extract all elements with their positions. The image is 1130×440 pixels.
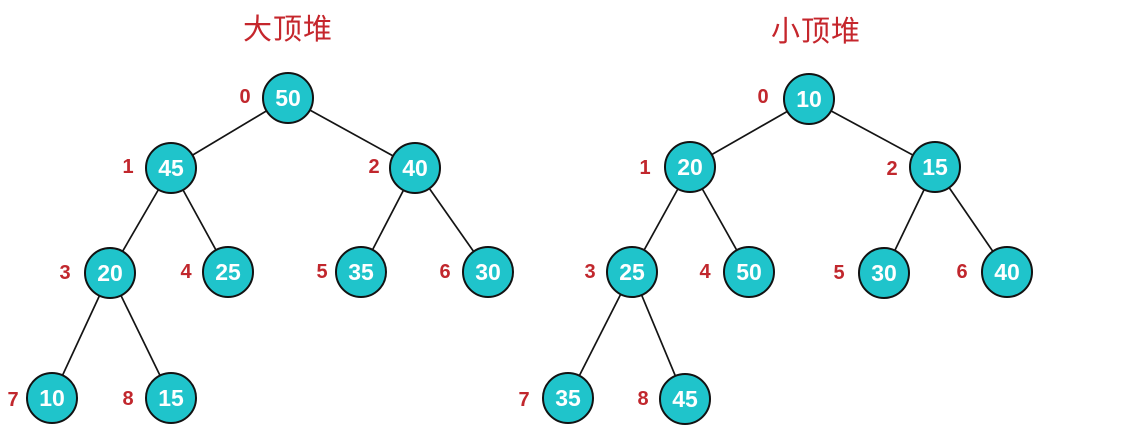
heap-node-max-heap-6: 30	[462, 246, 514, 298]
node-value: 15	[158, 384, 184, 411]
node-value: 25	[619, 258, 645, 285]
node-index-label: 5	[316, 261, 328, 283]
node-value: 45	[672, 385, 698, 412]
heap-node-max-heap-3: 20	[84, 247, 136, 299]
heap-node-min-heap-5: 30	[858, 247, 910, 299]
heap-node-max-heap-2: 40	[389, 142, 441, 194]
heap-node-min-heap-8: 45	[659, 373, 711, 425]
node-index-label: 8	[637, 388, 649, 410]
heap-node-max-heap-1: 45	[145, 142, 197, 194]
tree-title-min-heap: 小顶堆	[770, 16, 862, 48]
heap-node-max-heap-8: 15	[145, 372, 197, 424]
node-value: 20	[677, 153, 703, 180]
node-value: 25	[215, 258, 241, 285]
heap-node-min-heap-3: 25	[606, 246, 658, 298]
node-value: 35	[555, 384, 581, 411]
node-index-label: 2	[368, 156, 380, 178]
node-index-label: 6	[439, 261, 451, 283]
node-value: 50	[736, 258, 762, 285]
node-value: 40	[994, 258, 1020, 285]
node-value: 20	[97, 259, 123, 286]
heap-node-min-heap-2: 15	[909, 141, 961, 193]
node-value: 30	[475, 258, 501, 285]
node-value: 35	[348, 258, 374, 285]
heap-node-min-heap-4: 50	[723, 246, 775, 298]
node-value: 10	[796, 85, 822, 112]
node-index-label: 3	[584, 261, 596, 283]
heap-node-min-heap-7: 35	[542, 372, 594, 424]
node-value: 15	[922, 153, 948, 180]
node-index-label: 0	[239, 86, 251, 108]
node-index-label: 1	[122, 156, 134, 178]
node-index-label: 7	[518, 389, 530, 411]
heap-node-max-heap-7: 10	[26, 372, 78, 424]
heap-node-min-heap-1: 20	[664, 141, 716, 193]
node-index-label: 2	[886, 158, 898, 180]
heap-node-min-heap-0: 10	[783, 73, 835, 125]
heap-node-min-heap-6: 40	[981, 246, 1033, 298]
node-value: 40	[402, 154, 428, 181]
tree-title-max-heap: 大顶堆	[242, 14, 334, 46]
node-index-label: 7	[7, 389, 19, 411]
node-index-label: 4	[180, 261, 192, 283]
heap-node-max-heap-4: 25	[202, 246, 254, 298]
node-index-label: 0	[757, 86, 769, 108]
heap-node-max-heap-5: 35	[335, 246, 387, 298]
node-index-label: 5	[833, 262, 845, 284]
node-index-label: 6	[956, 261, 968, 283]
node-index-label: 3	[59, 262, 71, 284]
node-value: 50	[275, 84, 301, 111]
node-index-label: 8	[122, 388, 134, 410]
heap-node-max-heap-0: 50	[262, 72, 314, 124]
node-index-label: 1	[639, 157, 651, 179]
node-value: 30	[871, 259, 897, 286]
node-index-label: 4	[699, 261, 711, 283]
node-value: 10	[39, 384, 65, 411]
node-value: 45	[158, 154, 184, 181]
